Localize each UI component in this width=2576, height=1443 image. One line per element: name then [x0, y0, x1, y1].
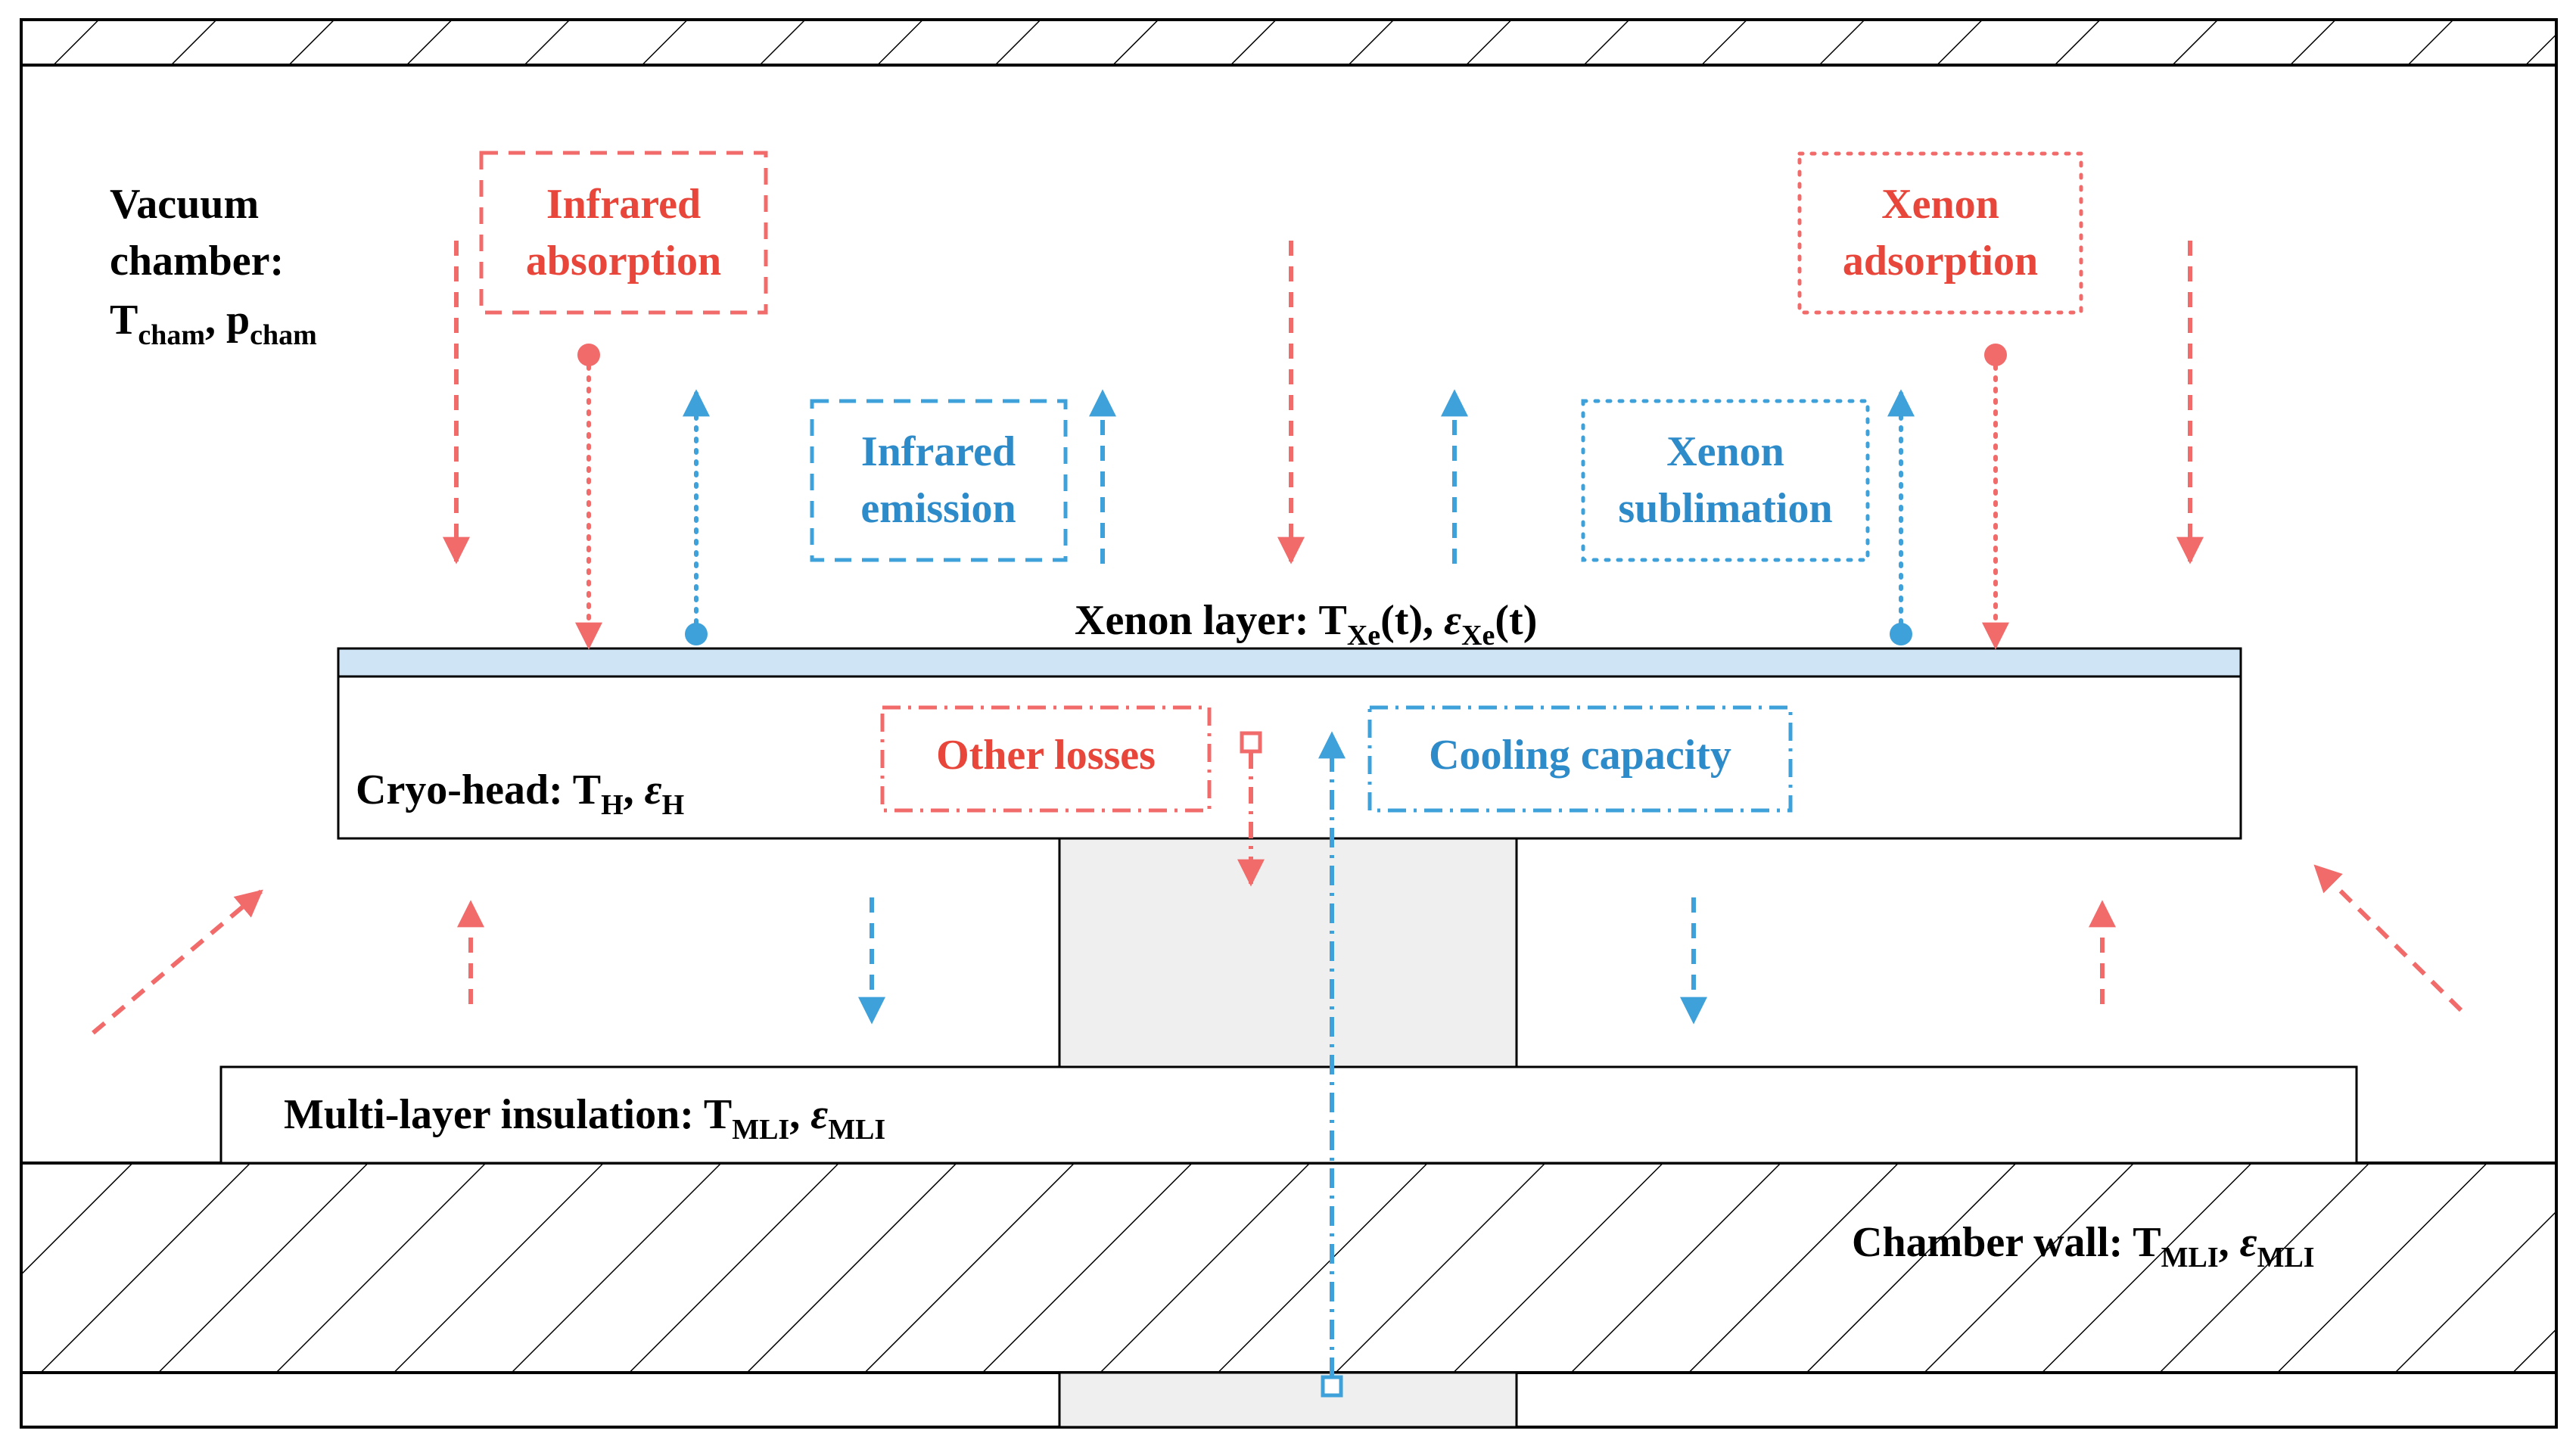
mli-radiation-arrow-right — [2313, 864, 2463, 1012]
pedestal-base — [1058, 1371, 1518, 1429]
xenon-layer-label: Xenon layer: TXe(t), εXe(t) — [1075, 597, 1537, 652]
infrared-emission-box — [810, 399, 1068, 562]
vacuum-chamber-state: Tcham, pcham — [110, 297, 317, 351]
xenon-sublimation-box — [1581, 399, 1870, 562]
cryo-head-label: Cryo-head: TH, εH — [356, 767, 684, 821]
other-losses-box — [880, 705, 1212, 813]
other-losses-source-square — [1240, 731, 1262, 754]
mli-radiation-arrow-left — [92, 889, 263, 1035]
cooling-source-square — [1321, 1375, 1343, 1398]
cryo-support-pedestal — [1058, 837, 1518, 1068]
xenon-sublimation-line1: Xenon — [1666, 428, 1784, 475]
xenon-adsorption-box — [1797, 151, 2083, 315]
other-losses-label: Other losses — [936, 732, 1156, 779]
chamber-wall-label: Chamber wall: TMLI, εMLI — [1852, 1219, 2315, 1274]
xenon-adsorption-line2: adsorption — [1843, 238, 2038, 285]
infrared-absorption-box — [479, 151, 768, 315]
cooling-capacity-label: Cooling capacity — [1429, 732, 1731, 779]
vacuum-chamber-line1: Vacuum — [110, 181, 259, 228]
cryo-head — [337, 675, 2242, 840]
xenon-adsorption-line1: Xenon — [1881, 181, 1999, 228]
top-chamber-wall — [20, 18, 2558, 67]
infrared-emission-line1: Infrared — [861, 428, 1016, 475]
infrared-emission-line2: emission — [860, 485, 1016, 532]
vacuum-chamber-line2: chamber: — [110, 238, 284, 285]
xenon-sublimation-line2: sublimation — [1618, 485, 1832, 532]
mli-label: Multi-layer insulation: TMLI, εMLI — [284, 1091, 885, 1146]
infrared-absorption-line2: absorption — [526, 238, 721, 285]
xenon-layer — [337, 647, 2242, 678]
infrared-absorption-line1: Infrared — [546, 181, 701, 228]
cooling-capacity-box — [1367, 705, 1793, 813]
